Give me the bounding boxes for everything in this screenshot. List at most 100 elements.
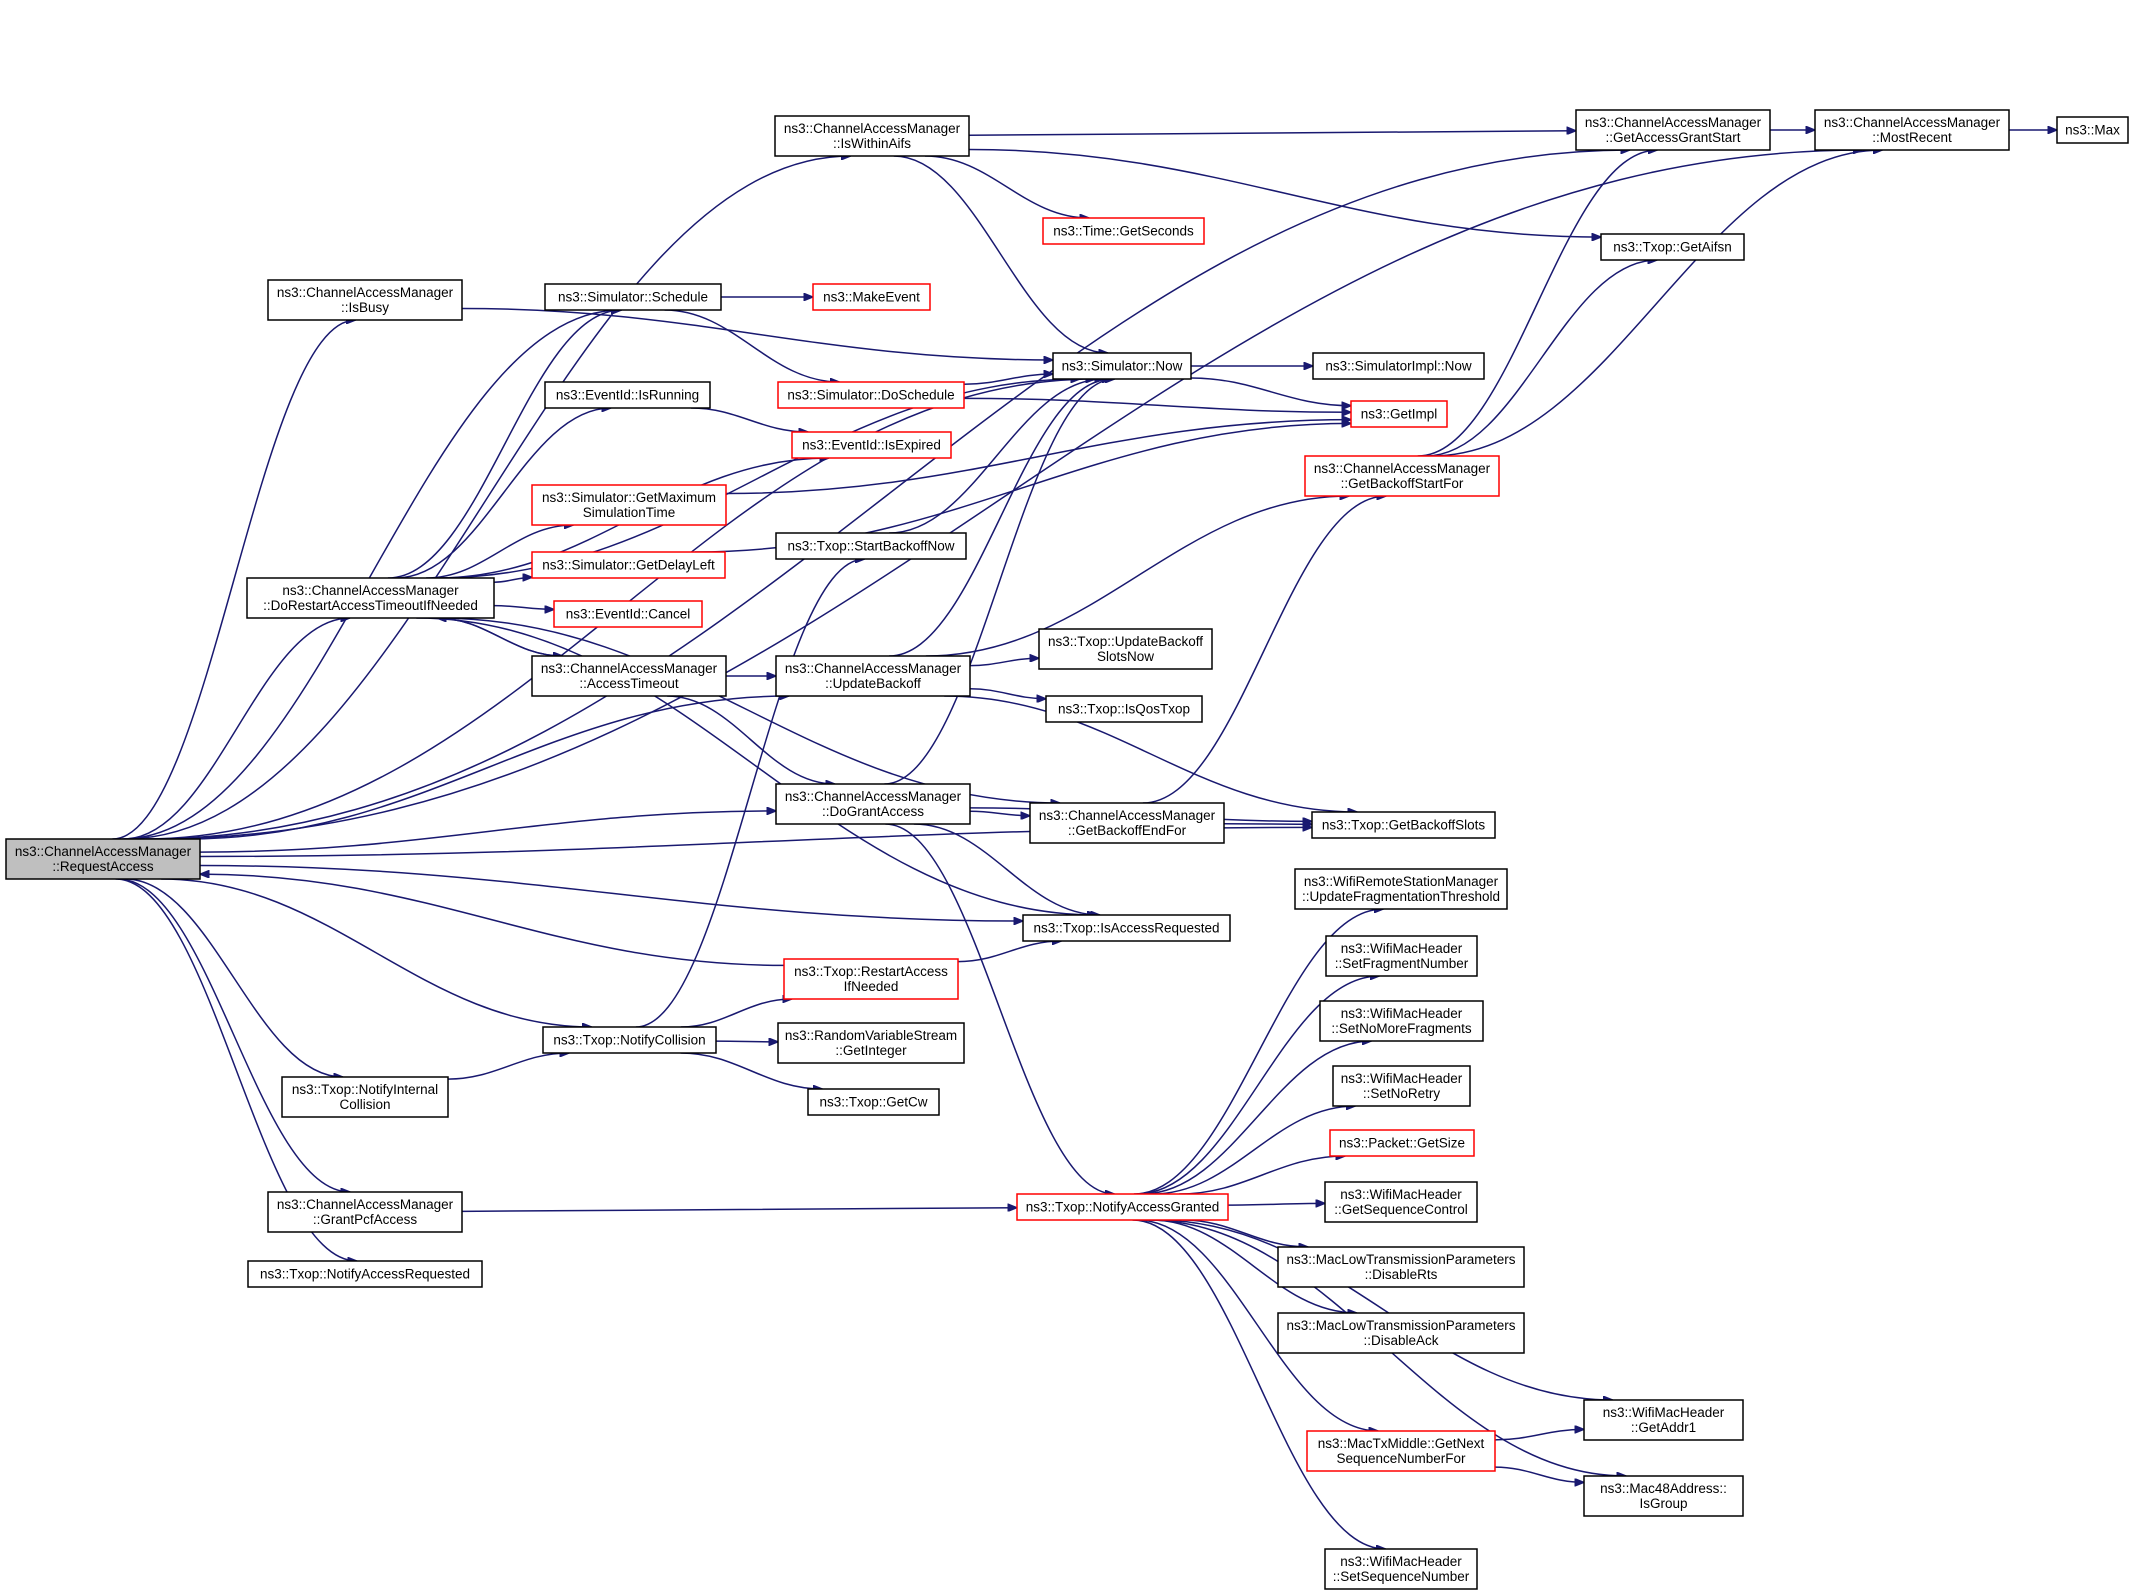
node-isQosTxop[interactable]: ns3::Txop::IsQosTxop	[1045, 695, 1203, 723]
node-getAccessGrantStart[interactable]: ns3::ChannelAccessManager::GetAccessGran…	[1575, 109, 1771, 151]
node-box	[1312, 352, 1485, 380]
node-getSequenceControl[interactable]: ns3::WifiMacHeader::GetSequenceControl	[1324, 1181, 1478, 1223]
edge-line	[426, 525, 573, 579]
node-box	[1324, 1181, 1478, 1223]
edge-grantPcfAccess-to-notifyAccessGranted	[461, 1208, 1017, 1213]
node-isRunning[interactable]: ns3::EventId::IsRunning	[544, 381, 711, 409]
edge-root-to-notifyInternalCollision	[125, 878, 343, 1077]
edge-line	[117, 878, 350, 1192]
node-doGrantAccess[interactable]: ns3::ChannelAccessManager::DoGrantAccess	[775, 783, 971, 825]
node-box	[531, 551, 726, 579]
edge-isWithinAifs-to-timeGetSeconds	[924, 155, 1089, 218]
edge-updateBackoff-to-updateBackoffSlotsNow	[969, 658, 1039, 667]
node-setSequenceNumber[interactable]: ns3::WifiMacHeader::SetSequenceNumber	[1324, 1548, 1478, 1590]
node-setFragmentNumber[interactable]: ns3::WifiMacHeader::SetFragmentNumber	[1325, 935, 1478, 977]
node-setNoMoreFragments[interactable]: ns3::WifiMacHeader::SetNoMoreFragments	[1319, 1000, 1484, 1042]
node-max[interactable]: ns3::Max	[2056, 116, 2129, 144]
node-label: ::IsWithinAifs	[833, 136, 911, 151]
node-box	[1052, 352, 1192, 380]
node-box	[1294, 868, 1508, 910]
node-box	[5, 838, 201, 880]
edge-line	[889, 379, 1104, 534]
node-now[interactable]: ns3::Simulator::Now	[1052, 352, 1192, 380]
edge-notifyCollision-to-startBackoffNow	[635, 559, 865, 1028]
node-accessTimeout[interactable]: ns3::ChannelAccessManager::AccessTimeout	[531, 655, 727, 697]
node-isExpired[interactable]: ns3::EventId::IsExpired	[791, 431, 952, 459]
node-getBackoffSlots[interactable]: ns3::Txop::GetBackoffSlots	[1311, 811, 1496, 839]
edge-line	[1417, 150, 1658, 457]
edge-root-to-isWithinAifs	[124, 156, 850, 840]
node-doRestart[interactable]: ns3::ChannelAccessManager::DoRestartAcce…	[246, 577, 495, 619]
node-doSchedule[interactable]: ns3::Simulator::DoSchedule	[777, 381, 965, 409]
node-updateBackoff[interactable]: ns3::ChannelAccessManager::UpdateBackoff	[775, 655, 971, 697]
node-label: ns3::Txop::NotifyAccessRequested	[260, 1267, 470, 1282]
node-notifyAccessRequested[interactable]: ns3::Txop::NotifyAccessRequested	[247, 1260, 483, 1288]
node-makeEvent[interactable]: ns3::MakeEvent	[812, 283, 931, 311]
node-box	[267, 1191, 463, 1233]
node-updateFragThreshold[interactable]: ns3::WifiRemoteStationManager::UpdateFra…	[1294, 868, 1508, 910]
edge-notifyAccessGranted-to-disableAck	[1151, 1219, 1357, 1313]
node-label: ns3::Txop::StartBackoffNow	[787, 539, 954, 554]
node-isWithinAifs[interactable]: ns3::ChannelAccessManager::IsWithinAifs	[774, 115, 970, 157]
node-label: ns3::EventId::IsRunning	[556, 388, 699, 403]
edge-line	[667, 695, 835, 784]
edge-line	[1425, 260, 1658, 457]
node-box	[246, 577, 495, 619]
node-setNoRetry[interactable]: ns3::WifiMacHeader::SetNoRetry	[1332, 1065, 1471, 1107]
node-box	[1332, 1065, 1471, 1107]
node-getImpl[interactable]: ns3::GetImpl	[1350, 400, 1448, 428]
node-box	[1304, 455, 1500, 497]
node-disableRts[interactable]: ns3::MacLowTransmissionParameters::Disab…	[1277, 1246, 1525, 1288]
node-root[interactable]: ns3::ChannelAccessManager::RequestAccess	[5, 838, 201, 880]
node-getInteger[interactable]: ns3::RandomVariableStream::GetInteger	[777, 1022, 965, 1064]
node-label: ns3::Simulator::DoSchedule	[787, 388, 954, 403]
node-label: ::UpdateFragmentationThreshold	[1302, 889, 1500, 904]
node-schedule[interactable]: ns3::Simulator::Schedule	[544, 283, 722, 311]
node-disableAck[interactable]: ns3::MacLowTransmissionParameters::Disab…	[1277, 1312, 1525, 1354]
node-isGroup[interactable]: ns3::Mac48Address::IsGroup	[1583, 1475, 1744, 1517]
node-box	[777, 1022, 965, 1064]
node-getCw[interactable]: ns3::Txop::GetCw	[807, 1088, 940, 1116]
call-edges	[112, 130, 2057, 1549]
node-getDelayLeft[interactable]: ns3::Simulator::GetDelayLeft	[531, 551, 726, 579]
node-packetGetSize[interactable]: ns3::Packet::GetSize	[1329, 1129, 1475, 1157]
node-notifyAccessGranted[interactable]: ns3::Txop::NotifyAccessGranted	[1016, 1193, 1229, 1221]
node-getBackoffEndFor[interactable]: ns3::ChannelAccessManager::GetBackoffEnd…	[1029, 802, 1225, 844]
node-label: ns3::Txop::NotifyInternal	[292, 1082, 438, 1097]
edge-root-to-grantPcfAccess	[117, 878, 350, 1192]
edge-line	[395, 408, 611, 579]
edge-doRestart-to-getBackoffEndFor	[437, 617, 1060, 803]
node-getAddr1[interactable]: ns3::WifiMacHeader::GetAddr1	[1583, 1399, 1744, 1441]
node-isAccessRequested[interactable]: ns3::Txop::IsAccessRequested	[1022, 914, 1231, 942]
node-box	[1329, 1129, 1475, 1157]
node-label: ns3::Simulator::Now	[1062, 359, 1183, 374]
edge-line	[893, 155, 1108, 353]
node-mostRecent[interactable]: ns3::ChannelAccessManager::MostRecent	[1814, 109, 2010, 151]
node-label: ns3::WifiMacHeader	[1341, 941, 1463, 956]
node-label: ::GetSequenceControl	[1334, 1202, 1468, 1217]
node-implNow[interactable]: ns3::SimulatorImpl::Now	[1312, 352, 1485, 380]
node-box	[1277, 1246, 1525, 1288]
node-label: ::GetBackoffStartFor	[1341, 476, 1464, 491]
node-label: ns3::GetImpl	[1361, 407, 1438, 422]
node-label: ::DisableAck	[1363, 1333, 1438, 1348]
edge-root-to-updateBackoff	[187, 696, 789, 840]
node-getNextSeqNum[interactable]: ns3::MacTxMiddle::GetNextSequenceNumberF…	[1306, 1430, 1496, 1472]
edge-line	[461, 307, 1053, 360]
node-box	[1038, 628, 1213, 670]
node-box	[775, 532, 967, 560]
node-cancel[interactable]: ns3::EventId::Cancel	[553, 600, 703, 628]
node-grantPcfAccess[interactable]: ns3::ChannelAccessManager::GrantPcfAcces…	[267, 1191, 463, 1233]
node-startBackoffNow[interactable]: ns3::Txop::StartBackoffNow	[775, 532, 967, 560]
edge-line	[664, 309, 840, 382]
node-getAifsn[interactable]: ns3::Txop::GetAifsn	[1600, 233, 1745, 261]
node-isBusy[interactable]: ns3::ChannelAccessManager::IsBusy	[267, 279, 463, 321]
node-notifyCollision[interactable]: ns3::Txop::NotifyCollision	[542, 1026, 717, 1054]
node-timeGetSeconds[interactable]: ns3::Time::GetSeconds	[1042, 217, 1205, 245]
node-getBackoffStartFor[interactable]: ns3::ChannelAccessManager::GetBackoffSta…	[1304, 455, 1500, 497]
node-label: ns3::SimulatorImpl::Now	[1325, 359, 1472, 374]
